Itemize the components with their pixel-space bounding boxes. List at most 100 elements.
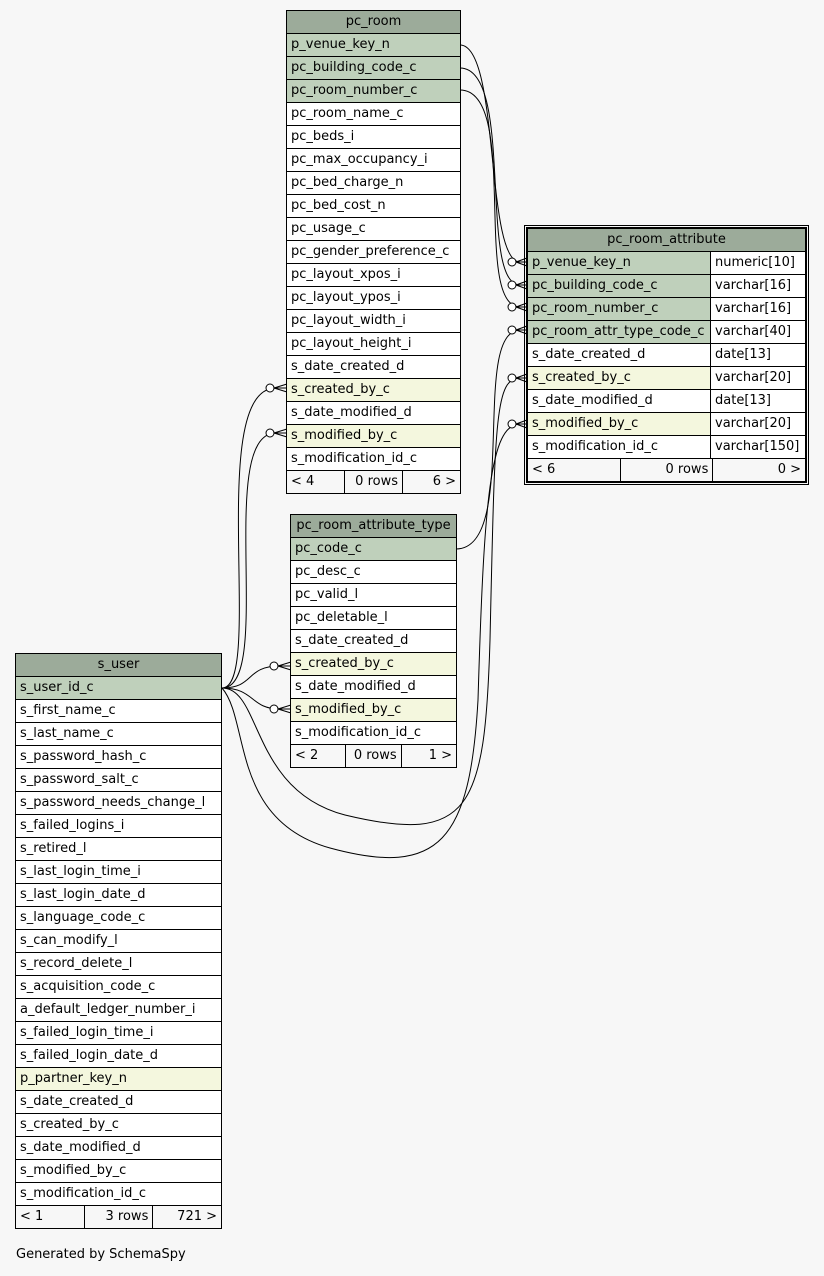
column-name: pc_beds_i bbox=[291, 129, 355, 144]
column-row[interactable]: s_record_delete_l bbox=[16, 953, 221, 976]
column-row[interactable]: pc_deletable_l bbox=[291, 607, 456, 630]
column-row[interactable]: s_date_modified_d bbox=[16, 1137, 221, 1160]
column-row[interactable]: a_default_ledger_number_i bbox=[16, 999, 221, 1022]
column-row[interactable]: s_password_hash_c bbox=[16, 746, 221, 769]
column-row[interactable]: pc_room_number_c bbox=[287, 80, 460, 103]
children-count[interactable]: 1 > bbox=[428, 748, 452, 763]
column-name: s_modified_by_c bbox=[528, 413, 710, 435]
table-title[interactable]: pc_room_attribute bbox=[528, 229, 805, 252]
column-row[interactable]: s_modified_by_c bbox=[16, 1160, 221, 1183]
column-row[interactable]: s_modified_by_c bbox=[291, 699, 456, 722]
column-row[interactable]: pc_desc_c bbox=[291, 561, 456, 584]
column-row[interactable]: pc_code_c bbox=[291, 538, 456, 561]
column-row[interactable]: s_modified_by_c bbox=[287, 425, 460, 448]
column-row[interactable]: s_created_by_c bbox=[291, 653, 456, 676]
column-name: s_user_id_c bbox=[16, 677, 221, 699]
column-row[interactable]: pc_room_name_c bbox=[287, 103, 460, 126]
column-row[interactable]: s_failed_login_time_i bbox=[16, 1022, 221, 1045]
column-row[interactable]: s_password_needs_change_l bbox=[16, 792, 221, 815]
row-count[interactable]: 0 rows bbox=[344, 471, 403, 493]
column-row[interactable]: pc_bed_cost_n bbox=[287, 195, 460, 218]
column-name: p_venue_key_n bbox=[528, 252, 710, 274]
column-row[interactable]: pc_bed_charge_n bbox=[287, 172, 460, 195]
column-row[interactable]: s_created_by_c bbox=[287, 379, 460, 402]
column-row[interactable]: pc_usage_c bbox=[287, 218, 460, 241]
column-row[interactable]: s_language_code_c bbox=[16, 907, 221, 930]
column-row[interactable]: s_acquisition_code_c bbox=[16, 976, 221, 999]
column-row[interactable]: s_failed_login_date_d bbox=[16, 1045, 221, 1068]
column-row[interactable]: pc_layout_xpos_i bbox=[287, 264, 460, 287]
column-row[interactable]: s_modification_id_c bbox=[291, 722, 456, 745]
row-count[interactable]: 0 rows bbox=[619, 459, 714, 481]
crows-foot-marker bbox=[515, 257, 528, 267]
column-name: s_created_by_c bbox=[287, 379, 460, 401]
column-row[interactable]: s_date_created_d bbox=[291, 630, 456, 653]
column-row[interactable]: p_partner_key_n bbox=[16, 1068, 221, 1091]
column-name: p_partner_key_n bbox=[16, 1068, 221, 1090]
column-name: s_modification_id_c bbox=[291, 451, 417, 466]
column-name: p_venue_key_n bbox=[287, 34, 460, 56]
column-row[interactable]: pc_building_code_c bbox=[287, 57, 460, 80]
column-row[interactable]: s_date_created_d bbox=[287, 356, 460, 379]
column-row[interactable]: pc_layout_width_i bbox=[287, 310, 460, 333]
column-name: s_retired_l bbox=[20, 841, 87, 856]
column-row[interactable]: pc_layout_ypos_i bbox=[287, 287, 460, 310]
column-row[interactable]: s_date_modified_d bbox=[291, 676, 456, 699]
children-count[interactable]: 6 > bbox=[432, 474, 456, 489]
column-row[interactable]: pc_beds_i bbox=[287, 126, 460, 149]
parents-count[interactable]: < 1 bbox=[20, 1209, 44, 1224]
parents-count[interactable]: < 6 bbox=[532, 462, 556, 477]
column-row[interactable]: s_created_by_c bbox=[16, 1114, 221, 1137]
column-row[interactable]: s_failed_logins_i bbox=[16, 815, 221, 838]
children-count[interactable]: 721 > bbox=[177, 1209, 218, 1224]
column-row[interactable]: s_date_modified_d bbox=[287, 402, 460, 425]
column-row[interactable]: s_modification_id_c bbox=[287, 448, 460, 471]
crows-foot-marker bbox=[277, 661, 292, 671]
column-row[interactable]: p_venue_key_n bbox=[287, 34, 460, 57]
optional-marker bbox=[507, 419, 517, 429]
column-row[interactable]: s_last_name_c bbox=[16, 723, 221, 746]
column-name: pc_room_number_c bbox=[528, 298, 710, 320]
column-row[interactable]: s_last_login_date_d bbox=[16, 884, 221, 907]
column-row[interactable]: s_user_id_c bbox=[16, 677, 221, 700]
column-row[interactable]: s_retired_l bbox=[16, 838, 221, 861]
column-row[interactable]: s_password_salt_c bbox=[16, 769, 221, 792]
table-footer: < 4 0 rows 6 > bbox=[287, 471, 460, 493]
table-title[interactable]: pc_room_attribute_type bbox=[291, 515, 456, 538]
column-name: s_created_by_c bbox=[528, 367, 710, 389]
row-count[interactable]: 0 rows bbox=[345, 745, 402, 767]
column-row[interactable]: s_last_login_time_i bbox=[16, 861, 221, 884]
column-row[interactable]: s_modification_id_c bbox=[16, 1183, 221, 1206]
parents-count[interactable]: < 2 bbox=[295, 748, 319, 763]
table-title[interactable]: s_user bbox=[16, 654, 221, 677]
table-footer: < 1 3 rows 721 > bbox=[16, 1206, 221, 1228]
column-row[interactable]: s_can_modify_l bbox=[16, 930, 221, 953]
column-row[interactable]: s_date_created_d bbox=[16, 1091, 221, 1114]
parents-count[interactable]: < 4 bbox=[291, 474, 315, 489]
column-name: pc_room_name_c bbox=[291, 106, 404, 121]
column-row[interactable]: pc_gender_preference_c bbox=[287, 241, 460, 264]
column-row[interactable]: pc_max_occupancy_i bbox=[287, 149, 460, 172]
table-title[interactable]: pc_room bbox=[287, 11, 460, 34]
row-count[interactable]: 3 rows bbox=[83, 1206, 154, 1228]
crows-foot-marker bbox=[515, 302, 528, 312]
children-count[interactable]: 0 > bbox=[777, 462, 802, 477]
column-row[interactable]: s_first_name_c bbox=[16, 700, 221, 723]
optional-marker bbox=[507, 325, 517, 335]
column-name: s_date_modified_d bbox=[295, 679, 416, 694]
column-row[interactable]: pc_valid_l bbox=[291, 584, 456, 607]
column-row[interactable]: pc_layout_height_i bbox=[287, 333, 460, 356]
